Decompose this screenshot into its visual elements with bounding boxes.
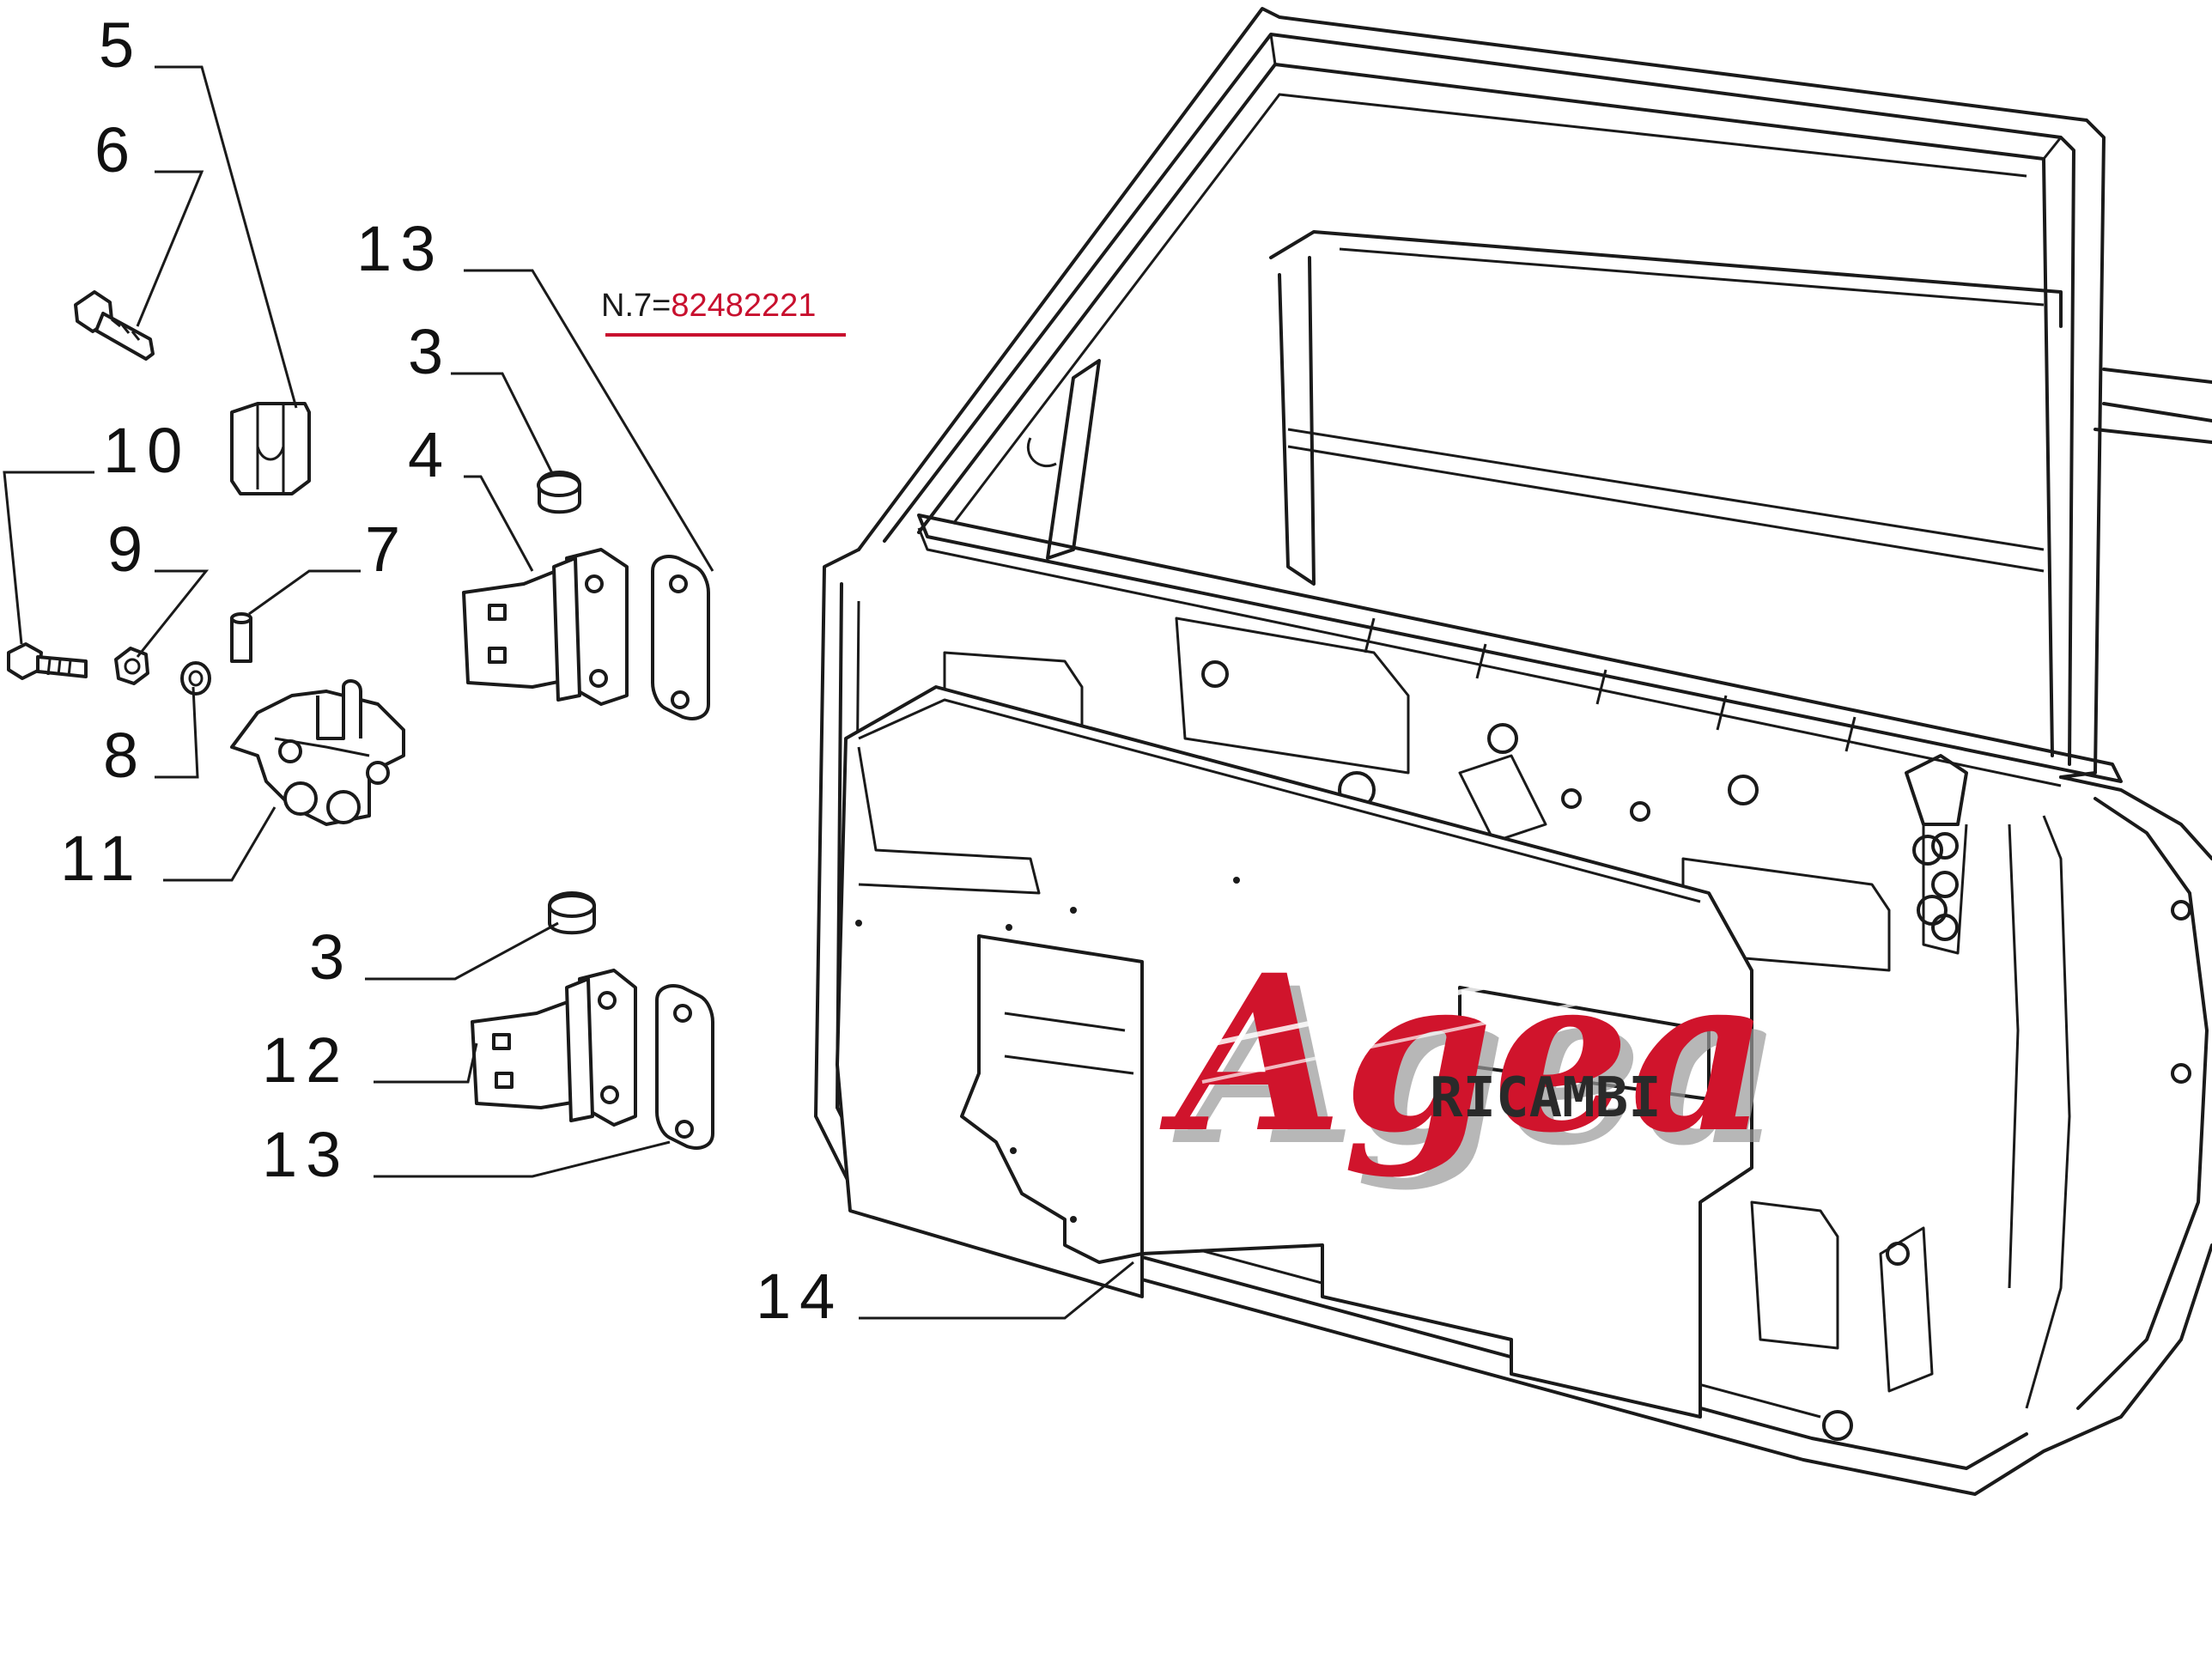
callout-4: 4	[408, 419, 452, 490]
note-prefix: N.7=	[601, 288, 671, 324]
callout-3-upper: 3	[408, 316, 452, 387]
brand-watermark: Agea Agea RICAMBI	[1159, 927, 1782, 1193]
brand-subtitle: RICAMBI	[1430, 1066, 1662, 1130]
callout-13-upper: 13	[356, 213, 444, 284]
callout-13-lower: 13	[262, 1119, 349, 1190]
plate-13-upper	[651, 555, 710, 720]
callout-14: 14	[756, 1261, 843, 1332]
callout-5: 5	[99, 9, 143, 81]
leader-lines	[3, 65, 1134, 1320]
callout-6: 6	[94, 114, 138, 185]
hinge-4	[462, 548, 629, 706]
callout-11: 11	[60, 823, 143, 894]
callout-12: 12	[262, 1024, 349, 1096]
washer-8	[180, 661, 211, 696]
svg-text:N.7=82482221: N.7=82482221	[601, 288, 816, 324]
bolt-6	[74, 290, 155, 361]
plug-3-upper	[537, 471, 581, 514]
pin-7	[230, 612, 252, 663]
callout-7: 7	[365, 514, 409, 585]
callout-3-lower: 3	[309, 921, 353, 993]
note-part-number: 82482221	[671, 288, 816, 324]
lock-11	[230, 679, 405, 826]
part-number-note: N.7=82482221	[601, 288, 846, 337]
brand-logo: Agea	[1159, 927, 1769, 1180]
screw-10	[7, 642, 88, 680]
nut-9	[114, 647, 149, 685]
plate-13-lower	[655, 984, 714, 1150]
callout-9: 9	[107, 514, 151, 585]
hinge-12	[471, 969, 637, 1127]
callout-10: 10	[103, 415, 191, 486]
callout-8: 8	[103, 720, 147, 791]
door-shell	[814, 7, 2212, 1496]
clip-5	[230, 402, 311, 495]
plug-3-lower	[548, 891, 596, 935]
